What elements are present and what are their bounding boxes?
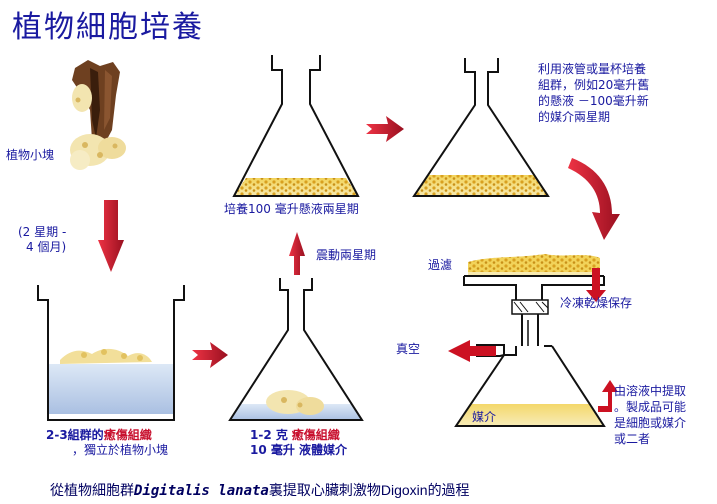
caption-suffix: 的過程	[427, 483, 470, 499]
label-filter: 過濾	[428, 258, 453, 272]
arrow-vacuum	[448, 340, 496, 362]
figure-caption: 從植物細胞群Digitalis lanata裏提取心臟刺激物Digoxin的過程	[50, 480, 470, 500]
label-freeze-dry: 冷凍乾燥保存	[560, 296, 633, 310]
label-callus-independent: ，獨立於植物小塊	[72, 443, 169, 457]
label-medium: 媒介	[472, 410, 497, 424]
caption-prefix: 從植物細胞群	[50, 483, 134, 499]
arrow-right-1	[192, 342, 228, 368]
arrow-curved	[568, 158, 620, 240]
label-instruction-1: 利用液管或量杯培養	[538, 62, 647, 76]
filter-flask	[454, 344, 606, 427]
flask-callus	[228, 278, 364, 421]
arrow-freeze-dry	[586, 268, 606, 302]
plant-piece-image	[70, 60, 126, 170]
arrow-down-1	[98, 200, 124, 272]
arrow-up-1	[289, 232, 305, 275]
label-extract-3: 是細胞或媒介	[614, 416, 687, 430]
filter-funnel	[463, 254, 605, 346]
caption-drug: Digoxin	[380, 482, 428, 498]
label-extract-2: 。製成品可能	[614, 400, 687, 414]
label-instruction-3: 的懸液 －100毫升新	[538, 94, 649, 108]
label-vacuum: 真空	[396, 342, 421, 356]
label-callus-groups: 2-3組群的癒傷組織	[46, 428, 152, 443]
label-duration-1: (2 星期 -	[18, 225, 67, 239]
label-flask2-callus: 癒傷組織	[291, 428, 340, 442]
label-flask2-grams: 1-2 克	[250, 428, 288, 442]
page-title: 植物細胞培養	[12, 10, 204, 45]
label-plant-piece: 植物小塊	[6, 148, 55, 162]
label-extract-1: 由溶液中提取	[614, 384, 687, 398]
label-instruction-2: 組群，例如20毫升舊	[538, 78, 650, 92]
label-flask2-amount: 1-2 克 癒傷組織	[250, 428, 340, 443]
label-extract-4: 或二者	[614, 432, 651, 446]
label-flask2-medium: 10 毫升 液體媒介	[250, 443, 348, 457]
beaker	[37, 285, 185, 421]
label-duration-2: 4 個月)	[26, 240, 67, 254]
arrow-right-2	[366, 116, 404, 142]
label-instruction-4: 的媒介兩星期	[538, 110, 611, 124]
label-callus-groups-count: 2-3組群的	[46, 428, 104, 442]
label-flask1-culture: 培養100 毫升懸液兩星期	[224, 202, 359, 216]
label-callus-tissue: 癒傷組織	[103, 428, 152, 442]
caption-middle: 裏提取心臟刺激物	[268, 483, 381, 499]
caption-species: Digitalis lanata	[134, 483, 269, 499]
flask-subculture	[412, 58, 550, 197]
label-shake: 震動兩星期	[316, 248, 377, 262]
arrow-extract	[598, 380, 618, 412]
flask-suspension-100ml	[232, 55, 360, 197]
